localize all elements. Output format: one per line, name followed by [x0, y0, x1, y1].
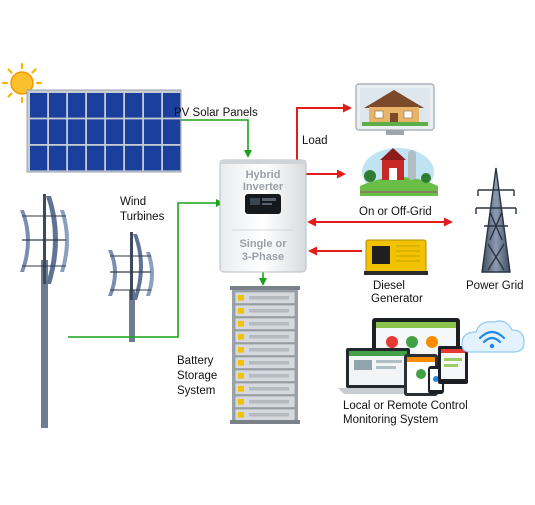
inverter-label-line1: Hybrid	[246, 169, 281, 181]
inverter-phase-line1: Single or	[239, 238, 287, 250]
wind-label-line2: Turbines	[120, 211, 165, 223]
diesel-label-line1: Diesel	[373, 280, 405, 292]
dc-flow-lines	[68, 119, 267, 338]
battery-module	[234, 395, 296, 408]
solar-cell	[87, 119, 105, 144]
solar-cell	[125, 119, 143, 144]
diesel-label-line2: Generator	[371, 293, 423, 305]
solar-cell	[144, 93, 162, 118]
battery-label-line1: Battery	[177, 355, 214, 367]
wifi-cloud-icon	[461, 320, 525, 353]
monitoring-label-line2: Monitoring System	[343, 414, 438, 426]
inverter-label-line2: Inverter	[243, 181, 284, 193]
solar-cell	[49, 93, 67, 118]
solar-cell	[68, 145, 86, 171]
transmission-tower-icon	[475, 167, 517, 273]
wind-turbine-icon	[20, 194, 154, 428]
battery-module	[234, 317, 296, 330]
solar-cell	[87, 145, 105, 171]
battery-module	[234, 382, 296, 395]
monitoring-label-line1: Local or Remote Control	[343, 400, 468, 412]
solar-cell	[30, 119, 48, 144]
solar-cell	[106, 93, 124, 118]
battery-module	[234, 369, 296, 382]
battery-module	[234, 304, 296, 317]
solar-cell	[68, 93, 86, 118]
inverter-phase-line2: 3-Phase	[242, 251, 284, 263]
load-label: Load	[302, 135, 328, 147]
wind-to-inverter-line	[68, 199, 224, 338]
pv-panels-label: PV Solar Panels	[174, 107, 258, 119]
battery-label-line3: System	[177, 385, 215, 397]
ac-flow-lines	[296, 103, 453, 256]
monitoring-devices-icon	[338, 318, 468, 396]
solar-cell	[163, 145, 181, 171]
house-icon	[355, 83, 435, 135]
solar-cell	[144, 119, 162, 144]
solar-cell	[163, 93, 181, 118]
hybrid-inverter: Hybrid Inverter Single or 3-Phase	[219, 159, 307, 273]
solar-cell	[144, 145, 162, 171]
battery-module	[234, 343, 296, 356]
solar-cell	[30, 145, 48, 171]
solar-cell	[49, 145, 67, 171]
solar-cell	[125, 145, 143, 171]
solar-cell	[49, 119, 67, 144]
inverter-to-house-line	[296, 103, 352, 160]
battery-module	[234, 408, 296, 421]
wind-label-line1: Wind	[120, 196, 146, 208]
solar-cell	[106, 145, 124, 171]
farm-icon	[360, 148, 438, 196]
solar-to-inverter-line	[181, 119, 252, 158]
solar-cell	[163, 119, 181, 144]
grid-link-label: On or Off-Grid	[359, 206, 432, 218]
diesel-generator-icon	[364, 239, 428, 275]
solar-cell	[87, 93, 105, 118]
solar-cell	[30, 93, 48, 118]
battery-label-line2: Storage	[177, 370, 217, 382]
solar-cell	[125, 93, 143, 118]
solar-cell	[106, 119, 124, 144]
solar-cell	[68, 119, 86, 144]
power-grid-label: Power Grid	[466, 280, 524, 292]
battery-module	[234, 330, 296, 343]
battery-module	[234, 356, 296, 369]
battery-module	[234, 291, 296, 304]
solar-panel-icon	[26, 89, 182, 173]
battery-rack-icon	[230, 286, 300, 424]
